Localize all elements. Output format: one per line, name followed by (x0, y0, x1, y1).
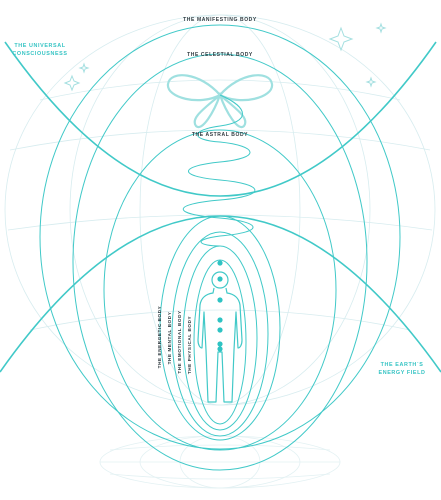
chakra-points (217, 260, 223, 352)
physical-body-label: THE PHYSICAL BODY (187, 316, 192, 374)
astral-spiral (182, 94, 256, 247)
human-figure-icon (197, 271, 243, 403)
earth-energy-label-line2: ENERGY FIELD (379, 370, 426, 376)
physical-body-oval (193, 259, 247, 425)
energetic-body-label: THE ENERGETIC BODY (157, 306, 162, 369)
mental-body-oval (171, 231, 269, 437)
sparkle-icon (375, 22, 387, 34)
mental-body-label: THE MENTAL BODY (167, 312, 172, 365)
chakra-point-icon (217, 346, 223, 352)
sparkle-icon (78, 62, 90, 74)
subtle-body-ovals (39, 24, 401, 471)
chakra-point-icon (217, 276, 223, 282)
infinity-wings-icon (166, 74, 274, 129)
emotional-body-label: THE EMOTIONAL BODY (177, 310, 182, 373)
astral-body-label: THE ASTRAL BODY (192, 132, 248, 138)
celestial-body-oval (72, 53, 368, 471)
inner-body-ovals (159, 215, 281, 441)
manifesting-body-oval (39, 24, 401, 450)
universal-consciousness-arc (4, 41, 437, 197)
chakra-point-icon (217, 297, 223, 303)
chakra-point-icon (217, 260, 223, 266)
chakra-point-icon (217, 317, 223, 323)
chakra-point-icon (217, 341, 223, 347)
sparkle-icon (328, 26, 354, 52)
sparkle-icon (365, 76, 377, 88)
universal-consciousness-label-line1: THE UNIVERSAL (14, 43, 65, 49)
celestial-body-label: THE CELESTIAL BODY (187, 52, 253, 58)
chakra-point-icon (217, 327, 223, 333)
earth-energy-label-line1: THE EARTH`S (381, 362, 424, 368)
emotional-body-oval (182, 245, 258, 431)
energetic-body-oval (159, 215, 281, 441)
universal-consciousness-label-line2: CONSCIOUSNESS (12, 51, 67, 57)
globe-reflection (99, 435, 341, 489)
astral-body-oval (103, 129, 337, 451)
manifesting-body-label: THE MANIFESTING BODY (183, 17, 257, 23)
labels: THE MANIFESTING BODY THE CELESTIAL BODY … (12, 17, 426, 376)
sparkle-icon (63, 74, 81, 92)
sparkles (63, 22, 387, 92)
